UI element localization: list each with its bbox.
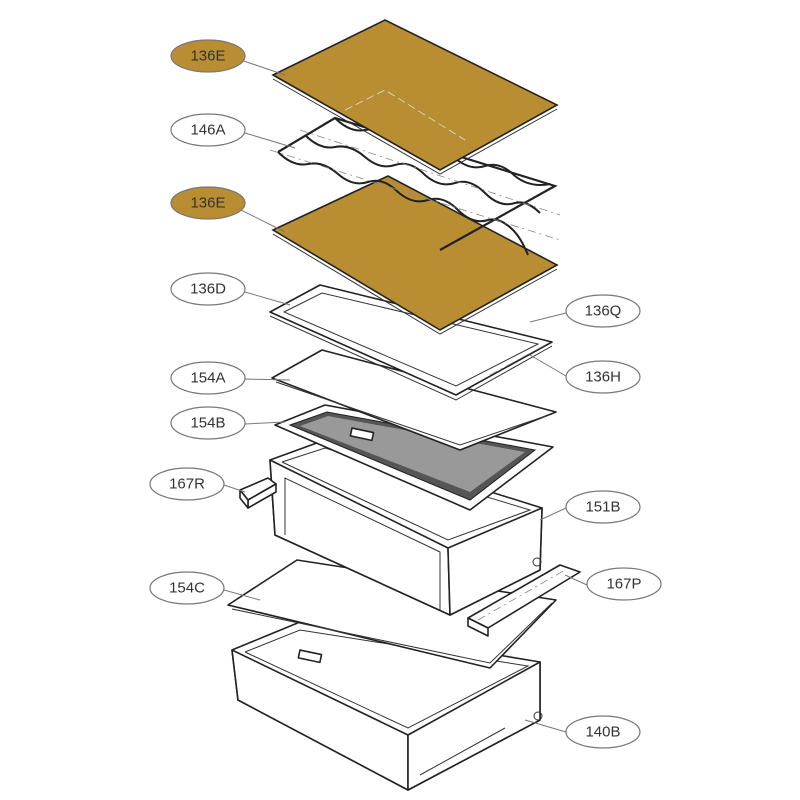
callout-136D[interactable]: 136D (170, 272, 246, 306)
part-136E-glass-lower (271, 175, 559, 335)
part-151B-upper-drawer (269, 439, 543, 616)
part-154A-glass-shelf (271, 349, 557, 451)
callout-label: 167R (169, 476, 205, 493)
callout-146A[interactable]: 146A (170, 113, 246, 147)
callout-136Q[interactable]: 136Q (565, 294, 641, 328)
callout-label: 146A (190, 122, 225, 139)
callout-label: 167P (606, 576, 641, 593)
callout-label: 136E (190, 195, 225, 212)
part-136E-glass-upper (271, 19, 559, 175)
part-154C-glass-cover (227, 559, 557, 669)
callout-label: 136D (190, 281, 226, 298)
callout-154C[interactable]: 154C (149, 571, 225, 605)
part-136D-shelf-frame (269, 284, 553, 401)
callout-136H[interactable]: 136H (565, 360, 641, 394)
part-140B-lower-drawer (231, 621, 543, 791)
leader-lines (223, 57, 588, 733)
callout-154B[interactable]: 154B (170, 406, 246, 440)
callout-140B[interactable]: 140B (565, 715, 641, 749)
callout-label: 140B (585, 724, 620, 741)
part-167R-left-rail (239, 477, 277, 509)
callout-label: 154C (169, 580, 205, 597)
callout-label: 154B (190, 415, 225, 432)
callout-167R[interactable]: 167R (149, 467, 225, 501)
part-167P-right-rail (467, 564, 581, 637)
part-154B-grid-tray (274, 404, 554, 511)
callout-136E-lower[interactable]: 136E (170, 186, 246, 220)
callout-151B[interactable]: 151B (565, 490, 641, 524)
callout-label: 136E (190, 48, 225, 65)
callout-136E-upper[interactable]: 136E (170, 39, 246, 73)
callout-label: 136Q (585, 303, 622, 320)
callout-label: 136H (585, 369, 621, 386)
callout-label: 151B (585, 499, 620, 516)
callout-label: 154A (190, 370, 225, 387)
callout-154A[interactable]: 154A (170, 361, 246, 395)
callout-167P[interactable]: 167P (586, 567, 662, 601)
